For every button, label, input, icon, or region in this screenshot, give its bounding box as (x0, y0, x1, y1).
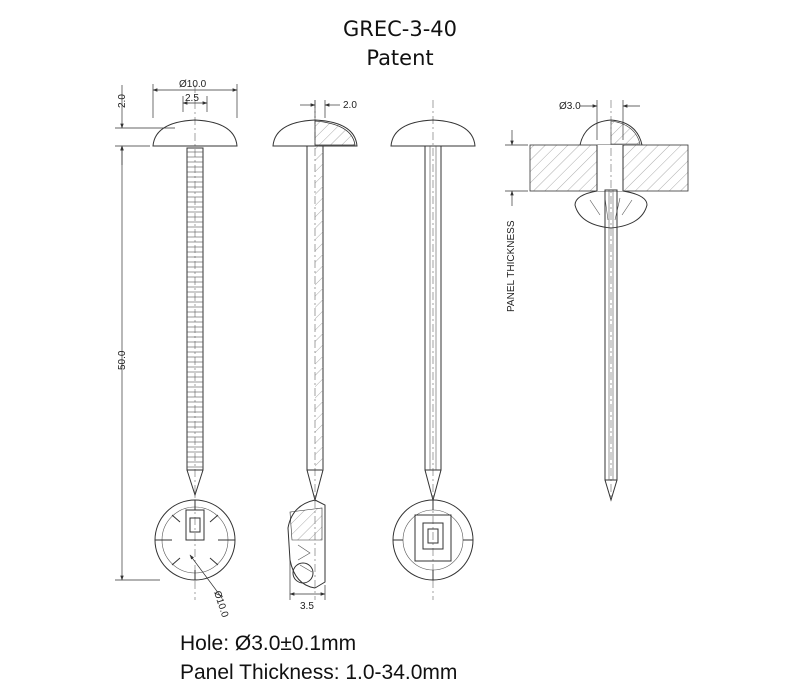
hole-spec: Hole: Ø3.0±0.1mm (180, 632, 357, 655)
dim-head-diameter: Ø10.0 (179, 79, 207, 90)
stem-ribs (187, 151, 203, 468)
side-section-view: 2.0 3.5 (272, 100, 358, 612)
dim-overall-length: 50.0 (117, 350, 128, 370)
rear-view (390, 100, 476, 600)
part-number-title: GREC-3-40 (342, 17, 458, 41)
patent-subtitle: Patent (366, 46, 434, 70)
dim-head-height: 2.0 (117, 94, 128, 108)
front-view-dimensions: Ø10.0 2.5 2.0 50.0 Ø10.0 (115, 79, 238, 620)
dim-side-head-height: 2.0 (343, 100, 357, 111)
dim-stem-width: 2.5 (185, 93, 199, 104)
front-view (152, 85, 238, 600)
installed-section-view: Ø3.0 PANEL THICKNESS (505, 100, 689, 502)
panel-thickness-label: PANEL THICKNESS (506, 220, 517, 312)
dim-base-diameter: Ø10.0 (211, 590, 230, 620)
dim-hole-diameter: Ø3.0 (559, 101, 581, 112)
panel-thickness-spec: Panel Thickness: 1.0-34.0mm (180, 661, 458, 684)
dim-base-width: 3.5 (300, 601, 314, 612)
